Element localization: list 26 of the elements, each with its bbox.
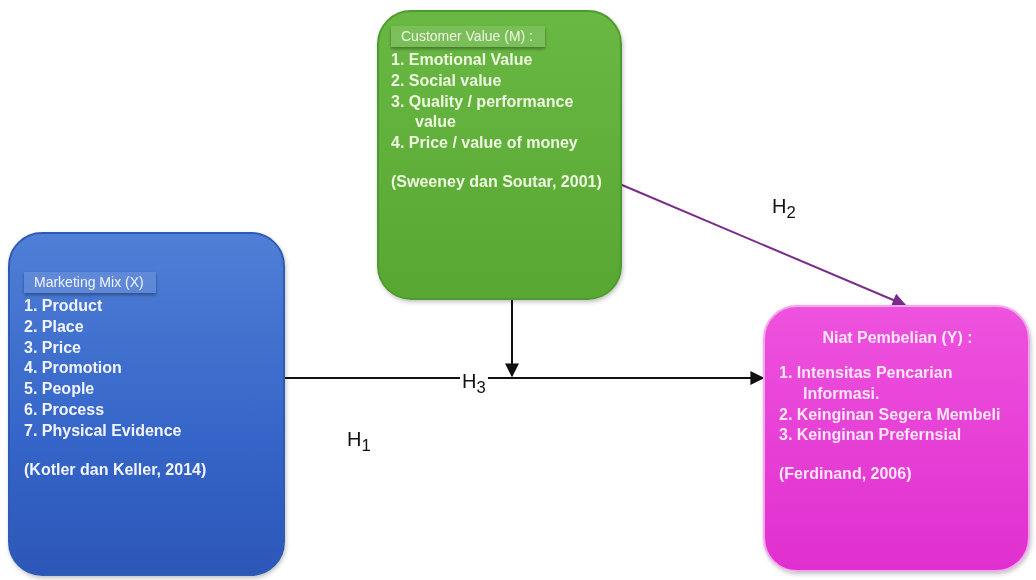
arrow bbox=[621, 184, 907, 307]
list-item: 2. Place bbox=[24, 316, 85, 337]
list-item: 7. Physical Evidence bbox=[24, 420, 183, 441]
rounded-box bbox=[377, 10, 622, 300]
arrow bbox=[284, 371, 765, 385]
arrow bbox=[505, 299, 519, 378]
list-item: 1. Intensitas Pencarian Informasi. bbox=[779, 363, 954, 404]
list-item: 3. Quality / performance value bbox=[391, 91, 575, 133]
list-item: 2. Social value bbox=[391, 70, 503, 91]
list-item: 3. Keinginan Prefernsial bbox=[779, 425, 963, 446]
citation: (Sweeney dan Soutar, 2001) bbox=[391, 172, 603, 192]
list-item: 4. Promotion bbox=[24, 358, 123, 379]
list-item: 2. Keinginan Segera Membeli bbox=[779, 404, 1002, 425]
heading: Customer Value (M) : bbox=[391, 26, 545, 47]
rounded-box bbox=[763, 305, 1030, 572]
list-item: 3. Price bbox=[24, 337, 82, 358]
list-item: 1. Emotional Value bbox=[391, 50, 534, 70]
rounded-box bbox=[8, 232, 285, 576]
citation: (Kotler dan Keller, 2014) bbox=[24, 459, 208, 480]
list-item: 4. Price / value of money bbox=[391, 133, 579, 154]
list-item: 1. Product bbox=[24, 296, 104, 316]
heading: Marketing Mix (X) bbox=[24, 272, 156, 293]
citation: (Ferdinand, 2006) bbox=[779, 464, 913, 485]
list-item: 5. People bbox=[24, 379, 96, 400]
list-item: 6. Process bbox=[24, 400, 106, 420]
heading: Niat Pembelian (Y) : bbox=[822, 329, 973, 347]
